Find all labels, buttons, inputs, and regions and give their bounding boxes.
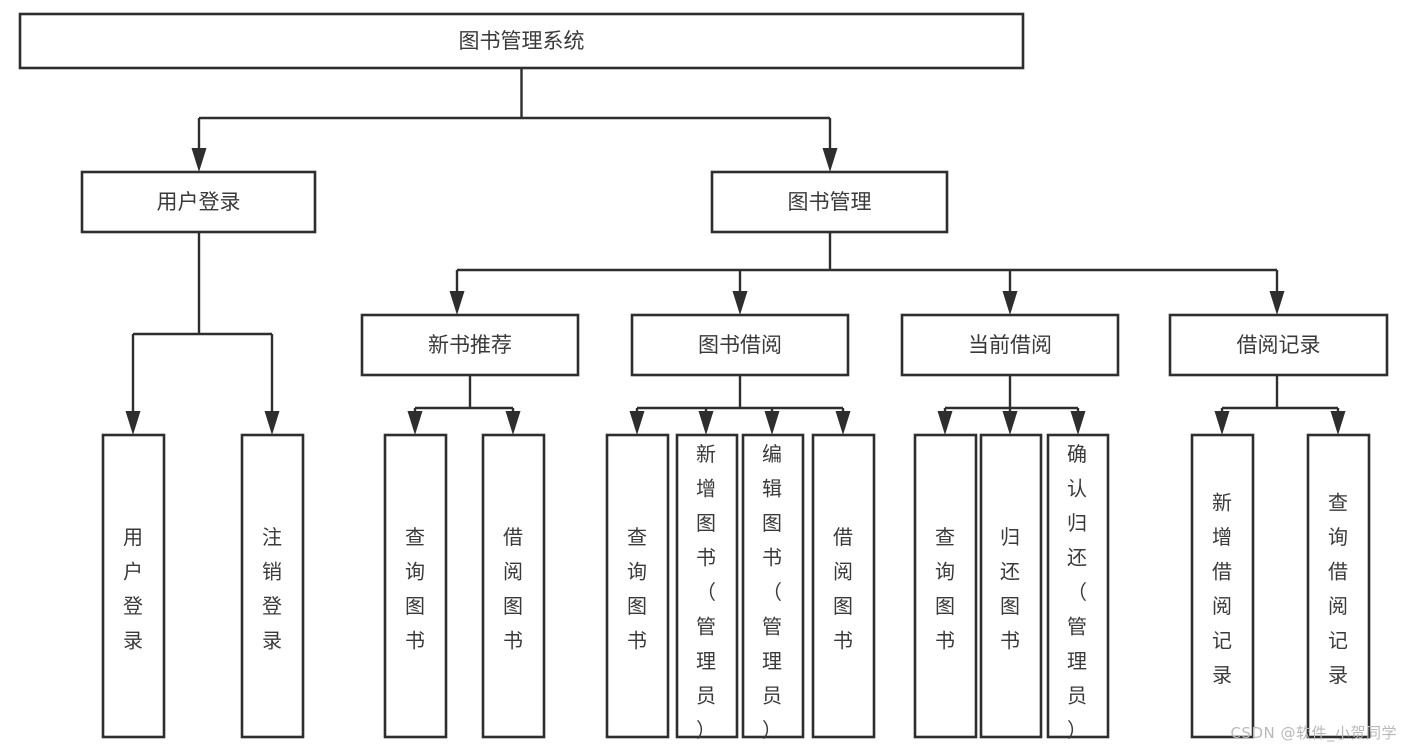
arrow-current-borrow-leaf-2 — [1070, 411, 1086, 435]
root-box — [18, 12, 1025, 70]
current-borrow-box — [900, 313, 1120, 377]
csdn-watermark: CSDN @软件_小贺同学 — [1230, 724, 1397, 742]
arrow-to-current-borrow — [1002, 291, 1018, 315]
new-book-recommend-box — [360, 313, 580, 377]
node-user-login[interactable]: 用户登录 — [80, 170, 317, 234]
leaf-book-borrow-2[interactable]: 编辑图书（管理员） — [741, 433, 805, 742]
leaf-box — [101, 433, 166, 739]
leaf-box — [913, 433, 978, 739]
arrow-borrow-records-leaf-1 — [1330, 411, 1346, 435]
leaf-label: 用户登录 — [123, 525, 143, 653]
arrow-new-book-leaf-0 — [407, 411, 423, 435]
leaf-current-borrow-1[interactable]: 归还图书 — [979, 433, 1043, 739]
arrow-new-book-leaf-1 — [505, 411, 521, 435]
arrow-book-borrow-leaf-0 — [629, 411, 645, 435]
new-book-recommend-label: 新书推荐 — [428, 333, 512, 357]
leaf-label: 注销登录 — [262, 525, 282, 653]
leaf-user-login-0[interactable]: 用户登录 — [101, 433, 166, 739]
leaf-box — [1190, 433, 1255, 739]
connectors — [125, 68, 1346, 435]
node-book-borrow[interactable]: 图书借阅 — [630, 313, 850, 377]
leaf-box — [481, 433, 546, 739]
leaf-box — [383, 433, 448, 739]
current-borrow-label: 当前借阅 — [968, 333, 1052, 357]
user-login-label: 用户登录 — [157, 190, 241, 214]
leaf-new-book-recommend-1[interactable]: 借阅图书 — [481, 433, 546, 739]
node-borrow-records[interactable]: 借阅记录 — [1168, 313, 1389, 377]
arrow-to-new-book-recommend — [449, 291, 465, 315]
borrow-records-box — [1168, 313, 1389, 377]
node-root-system[interactable]: 图书管理系统 — [18, 12, 1025, 70]
arrow-borrow-records-leaf-0 — [1214, 411, 1230, 435]
leaf-box — [979, 433, 1043, 739]
leaf-current-borrow-0[interactable]: 查询图书 — [913, 433, 978, 739]
leaf-label: 编辑图书（管理员） — [762, 442, 782, 742]
leaf-user-login-1[interactable]: 注销登录 — [240, 433, 305, 739]
leaf-box — [1046, 433, 1110, 739]
node-current-borrow[interactable]: 当前借阅 — [900, 313, 1120, 377]
arrow-user-login-leaf-1 — [264, 411, 280, 435]
borrow-records-label: 借阅记录 — [1237, 333, 1321, 357]
leaf-box — [675, 433, 739, 739]
arrow-to-borrow-records — [1269, 291, 1285, 315]
arrow-to-book-borrow — [732, 291, 748, 315]
leaf-label: 借阅图书 — [503, 525, 523, 653]
leaf-borrow-records-0[interactable]: 新增借阅记录 — [1190, 433, 1255, 739]
leaf-label: 查询借阅记录 — [1328, 490, 1348, 687]
leaf-label: 新增图书（管理员） — [696, 442, 716, 742]
leaf-box — [1306, 433, 1371, 739]
leaf-label: 查询图书 — [627, 525, 647, 653]
arrow-to-book-mgmt — [822, 148, 838, 172]
node-new-book-recommend[interactable]: 新书推荐 — [360, 313, 580, 377]
arrow-current-borrow-leaf-0 — [937, 411, 953, 435]
leaf-label: 归还图书 — [1000, 525, 1020, 653]
leaf-label: 查询图书 — [405, 525, 425, 653]
node-book-management[interactable]: 图书管理 — [710, 170, 949, 234]
leaf-borrow-records-1[interactable]: 查询借阅记录 — [1306, 433, 1371, 739]
leaf-box — [811, 433, 876, 739]
arrow-book-borrow-leaf-1 — [698, 411, 714, 435]
leaf-book-borrow-1[interactable]: 新增图书（管理员） — [675, 433, 739, 742]
leaf-book-borrow-3[interactable]: 借阅图书 — [811, 433, 876, 739]
arrow-book-borrow-leaf-3 — [835, 411, 851, 435]
book-borrow-box — [630, 313, 850, 377]
leaf-current-borrow-2[interactable]: 确认归还（管理员） — [1046, 433, 1110, 742]
leaf-label: 新增借阅记录 — [1212, 490, 1232, 687]
leaf-box — [741, 433, 805, 739]
leaf-label: 确认归还（管理员） — [1067, 442, 1087, 742]
root-label: 图书管理系统 — [459, 29, 585, 53]
arrow-current-borrow-leaf-1 — [1002, 411, 1018, 435]
arrow-book-borrow-leaf-2 — [764, 411, 780, 435]
leaf-label: 借阅图书 — [833, 525, 853, 653]
leaf-box — [605, 433, 670, 739]
user-login-box — [80, 170, 317, 234]
arrow-to-user-login — [191, 148, 207, 172]
arrow-user-login-leaf-0 — [125, 411, 141, 435]
book-management-box — [710, 170, 949, 234]
leaf-book-borrow-0[interactable]: 查询图书 — [605, 433, 670, 739]
book-management-label: 图书管理 — [788, 190, 872, 214]
leaf-label: 查询图书 — [935, 525, 955, 653]
leaf-box — [240, 433, 305, 739]
leaf-new-book-recommend-0[interactable]: 查询图书 — [383, 433, 448, 739]
book-borrow-label: 图书借阅 — [698, 333, 782, 357]
